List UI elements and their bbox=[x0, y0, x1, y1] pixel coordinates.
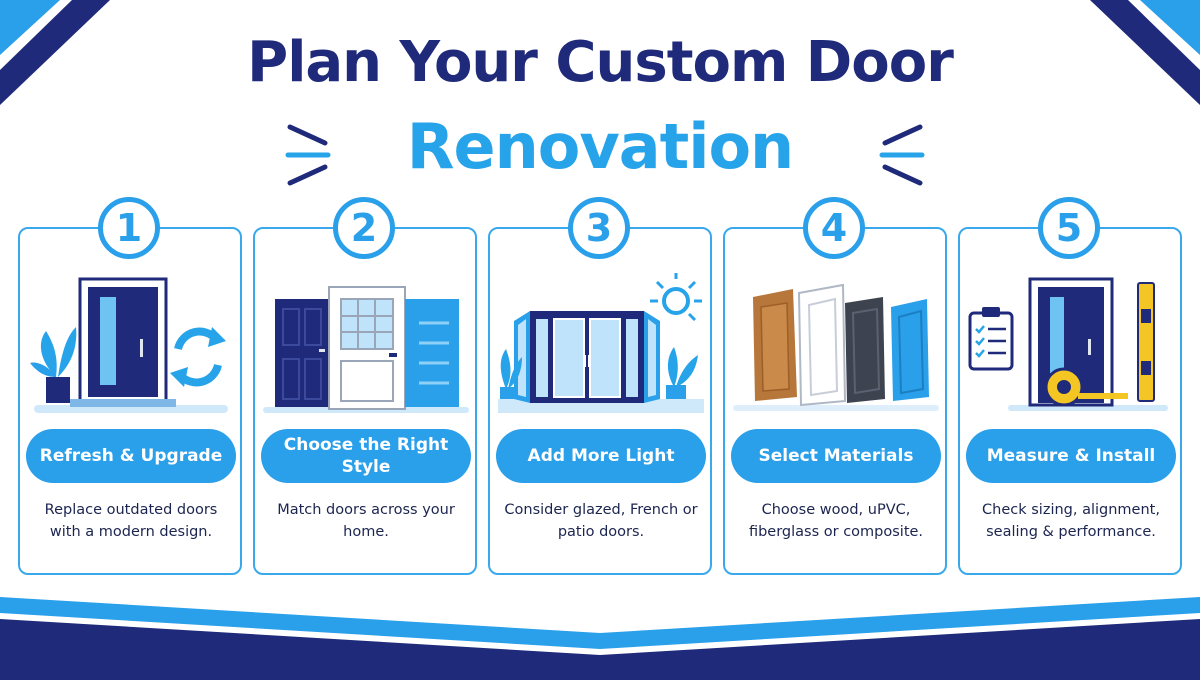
corner-decoration-left bbox=[0, 0, 110, 105]
step-number-badge: 5 bbox=[1038, 197, 1100, 259]
upvc-door-icon bbox=[797, 283, 847, 407]
step-title-pill: Refresh & Upgrade bbox=[26, 429, 236, 483]
step-title-pill: Measure & Install bbox=[966, 429, 1176, 483]
bottom-decoration bbox=[0, 597, 1200, 680]
step-5-illustration bbox=[968, 277, 1168, 411]
fiberglass-door-icon bbox=[891, 299, 929, 401]
step-card-5: 5 Measure & Install Check sizing, alignm… bbox=[958, 197, 1182, 575]
burst-lines-left-icon bbox=[285, 124, 331, 186]
step-number-badge: 3 bbox=[568, 197, 630, 259]
step-2-illustration bbox=[263, 286, 469, 413]
spirit-level-icon bbox=[1137, 282, 1155, 402]
steps-row: 1 Refresh & Upgrade Replace outdated doo… bbox=[18, 195, 1182, 580]
corner-decoration-right bbox=[1090, 0, 1200, 105]
composite-door-icon bbox=[845, 297, 885, 403]
white-glazed-door-icon bbox=[328, 286, 406, 410]
tape-measure-icon bbox=[1044, 367, 1128, 407]
navy-panel-door-icon bbox=[275, 299, 329, 407]
step-description: Replace outdated doors with a modern des… bbox=[44, 502, 218, 540]
step-3-illustration bbox=[498, 273, 704, 413]
step-1-illustration bbox=[30, 277, 228, 413]
potted-plant-icon bbox=[30, 327, 77, 403]
step-card-2: 2 Choose the Right Style Match doors acr… bbox=[253, 197, 477, 575]
refresh-arrows-icon bbox=[170, 327, 226, 387]
french-doors-icon bbox=[514, 311, 660, 403]
step-card-1: 1 Refresh & Upgrade Replace outdated doo… bbox=[18, 197, 242, 575]
step-title-pill: Add More Light bbox=[496, 429, 706, 483]
front-door-icon bbox=[70, 277, 176, 407]
step-title-pill: Select Materials bbox=[731, 429, 941, 483]
step-4-illustration bbox=[733, 283, 939, 411]
step-number-badge: 4 bbox=[803, 197, 865, 259]
burst-lines-right-icon bbox=[879, 124, 925, 186]
step-number-badge: 1 bbox=[98, 197, 160, 259]
blue-modern-door-icon bbox=[405, 299, 459, 407]
sun-icon bbox=[650, 273, 702, 322]
page-title: Plan Your Custom Door bbox=[247, 30, 954, 95]
step-description: Choose wood, uPVC, fiberglass or composi… bbox=[748, 502, 924, 540]
clipboard-checklist-icon bbox=[968, 307, 1014, 371]
step-description: Consider glazed, French or patio doors. bbox=[504, 502, 698, 540]
step-card-4: 4 Select Materials Choose wood, uPVC, fi… bbox=[723, 197, 947, 575]
potted-plant-icon bbox=[500, 347, 698, 399]
wood-door-icon bbox=[753, 289, 797, 401]
step-number-badge: 2 bbox=[333, 197, 395, 259]
step-title-pill: Choose the Right Style bbox=[261, 429, 471, 483]
step-card-3: 3 Add More Light Consider glazed, French… bbox=[488, 197, 712, 575]
page-subtitle: Renovation bbox=[406, 110, 794, 183]
step-description: Match doors across your home. bbox=[277, 502, 455, 540]
step-description: Check sizing, alignment, sealing & perfo… bbox=[982, 502, 1160, 540]
front-door-icon bbox=[1028, 277, 1114, 407]
